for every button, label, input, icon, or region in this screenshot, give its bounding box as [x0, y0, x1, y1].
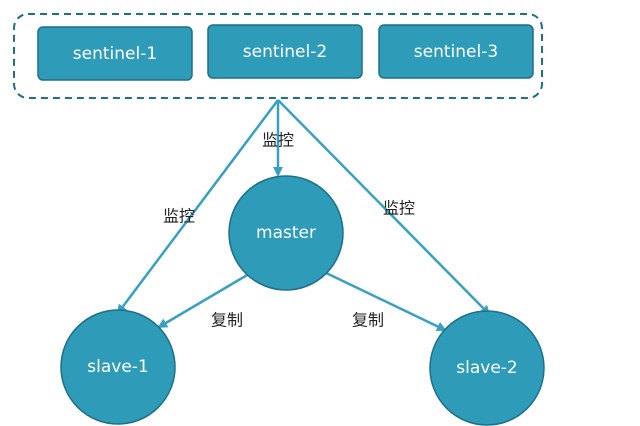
slave-node-1: slave-1	[60, 309, 176, 425]
sentinel-node-3: sentinel-3	[378, 24, 534, 79]
sentinel-1-label: sentinel-1	[73, 44, 157, 64]
slave-1-label: slave-1	[87, 357, 148, 377]
monitor-slave-2-label: 监控	[383, 199, 415, 218]
sentinel-node-2: sentinel-2	[207, 24, 363, 79]
master-label: master	[256, 223, 316, 243]
replicate-slave-1-label: 复制	[211, 311, 243, 330]
slave-node-2: slave-2	[429, 310, 545, 426]
slave-2-label: slave-2	[456, 358, 517, 378]
replicate-slave-2-label: 复制	[352, 311, 384, 330]
replicate-edge-slave-2	[321, 269, 447, 332]
monitor-edge-slave-2	[277, 99, 491, 316]
master-node: master	[228, 175, 344, 291]
sentinel-3-label: sentinel-3	[414, 42, 498, 62]
monitor-slave-1-label: 监控	[163, 207, 195, 226]
monitor-master-label: 监控	[262, 131, 294, 150]
sentinel-node-1: sentinel-1	[37, 26, 193, 81]
monitor-edge-slave-1	[116, 99, 279, 315]
sentinel-2-label: sentinel-2	[243, 42, 327, 62]
replicate-edge-slave-1	[157, 269, 255, 329]
